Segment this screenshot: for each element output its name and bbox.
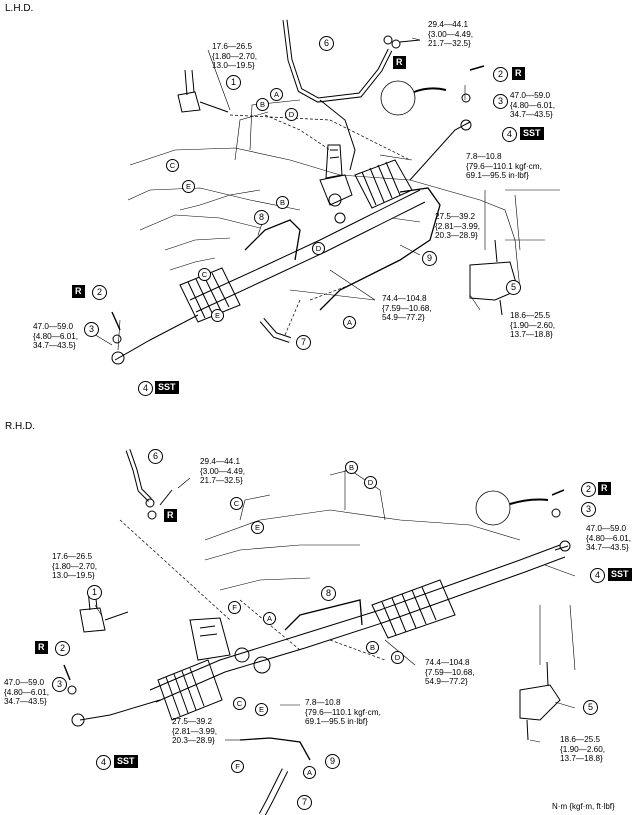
lhd-rack (111, 119, 472, 365)
rhd-body-panels (204, 469, 576, 671)
replace-mark-r: R (35, 641, 48, 654)
ref-e: E (255, 703, 268, 716)
ref-b: B (256, 98, 269, 111)
callout-8: 8 (321, 586, 336, 601)
callout-5: 5 (506, 280, 521, 295)
torque-spec-bracket-bolt: 18.6—25.5 {1.90—2.60, 13.7—18.8} (560, 735, 606, 764)
ref-a: A (263, 612, 276, 625)
callout-4: 4 (502, 127, 517, 142)
sst-mark: SST (114, 755, 138, 768)
section-title-lhd: L.H.D. (5, 3, 34, 14)
callout-2: 2 (493, 67, 508, 82)
callout-3: 3 (84, 322, 99, 337)
ref-d: D (391, 651, 404, 664)
callout-6: 6 (319, 36, 334, 51)
torque-spec-hose-bolt: 29.4—44.1 {3.00—4.49, 21.7—32.5} (428, 20, 474, 49)
torque-spec-tie-rod-nut: 47.0—59.0 {4.80—6.01, 34.7—43.5} (510, 91, 556, 120)
sst-mark: SST (155, 381, 179, 394)
callout-4: 4 (590, 568, 605, 583)
callout-3: 3 (581, 502, 596, 517)
callout-4: 4 (96, 755, 111, 770)
callout-8: 8 (254, 210, 269, 225)
torque-spec-shaft-bolt: 17.6—26.5 {1.80—2.70, 13.0—19.5} (212, 42, 258, 71)
torque-spec-pipe-bolt: 7.8—10.8 {79.6—110.1 kgf·cm, 69.1—95.5 i… (305, 698, 381, 727)
callout-7: 7 (296, 335, 311, 350)
ref-d: D (312, 242, 325, 255)
lhd-bracket-5 (469, 261, 519, 301)
callout-4: 4 (138, 381, 153, 396)
sst-mark: SST (608, 568, 632, 581)
replace-mark-r: R (393, 56, 406, 69)
torque-spec-tie-rod-nut: 47.0—59.0 {4.80—6.01, 34.7—43.5} (33, 322, 79, 351)
rhd-rack (71, 540, 571, 727)
section-title-rhd: R.H.D. (5, 421, 35, 432)
torque-spec-tie-rod-nut: 47.0—59.0 {4.80—6.01, 34.7—43.5} (586, 524, 632, 553)
callout-2: 2 (92, 285, 107, 300)
ref-a: A (343, 316, 356, 329)
ref-c: C (230, 497, 243, 510)
callout-2: 2 (581, 482, 596, 497)
ref-c: C (233, 697, 246, 710)
replace-mark-r: R (598, 482, 611, 495)
callout-3: 3 (493, 94, 508, 109)
ref-b: B (276, 196, 289, 209)
ref-b: B (345, 461, 358, 474)
units-note: N·m {kgf·m, ft·lbf} (552, 802, 615, 811)
torque-spec-hose-bolt: 29.4—44.1 {3.00—4.49, 21.7—32.5} (200, 457, 246, 486)
replace-mark-r: R (512, 67, 525, 80)
callout-1: 1 (226, 75, 241, 90)
torque-spec-pipe-bolt: 7.8—10.8 {79.6—110.1 kgf·cm, 69.1—95.5 i… (466, 152, 542, 181)
torque-spec-pipe-nut: 27.5—39.2 {2.81—3.99, 20.3—28.9} (172, 717, 218, 746)
ref-b: B (366, 641, 379, 654)
torque-spec-pipe-nut: 27.5—39.2 {2.81—3.99, 20.3—28.9} (435, 212, 481, 241)
ref-f: F (228, 601, 241, 614)
ref-c: C (198, 268, 211, 281)
ref-d: D (364, 476, 377, 489)
lhd-body-panels (127, 99, 560, 291)
callout-9: 9 (422, 251, 437, 266)
callout-7: 7 (297, 795, 312, 810)
ref-c: C (166, 159, 179, 172)
ref-a: A (270, 88, 283, 101)
ref-e: E (251, 521, 264, 534)
callout-2: 2 (55, 641, 70, 656)
sst-mark: SST (520, 127, 544, 140)
torque-spec-shaft-bolt: 17.6—26.5 {1.80—2.70, 13.0—19.5} (52, 552, 98, 581)
torque-spec-bracket-bolt: 18.6—25.5 {1.90—2.60, 13.7—18.8} (510, 311, 556, 340)
callout-6: 6 (148, 449, 163, 464)
ref-f: F (231, 760, 244, 773)
torque-spec-gear-bolt: 74.4—104.8 {7.59—10.68, 54.9—77.2} (382, 294, 432, 323)
replace-mark-r: R (72, 285, 85, 298)
replace-mark-r: R (164, 509, 177, 522)
torque-spec-gear-bolt: 74.4—104.8 {7.59—10.68, 54.9—77.2} (425, 658, 475, 687)
ref-e: E (211, 309, 224, 322)
ref-e: E (182, 180, 195, 193)
callout-1: 1 (87, 585, 102, 600)
ref-d: D (285, 108, 298, 121)
torque-spec-tie-rod-nut: 47.0—59.0 {4.80—6.01, 34.7—43.5} (4, 678, 50, 707)
callout-5: 5 (583, 700, 598, 715)
callout-3: 3 (52, 677, 67, 692)
ref-a: A (303, 766, 316, 779)
callout-9: 9 (325, 754, 340, 769)
